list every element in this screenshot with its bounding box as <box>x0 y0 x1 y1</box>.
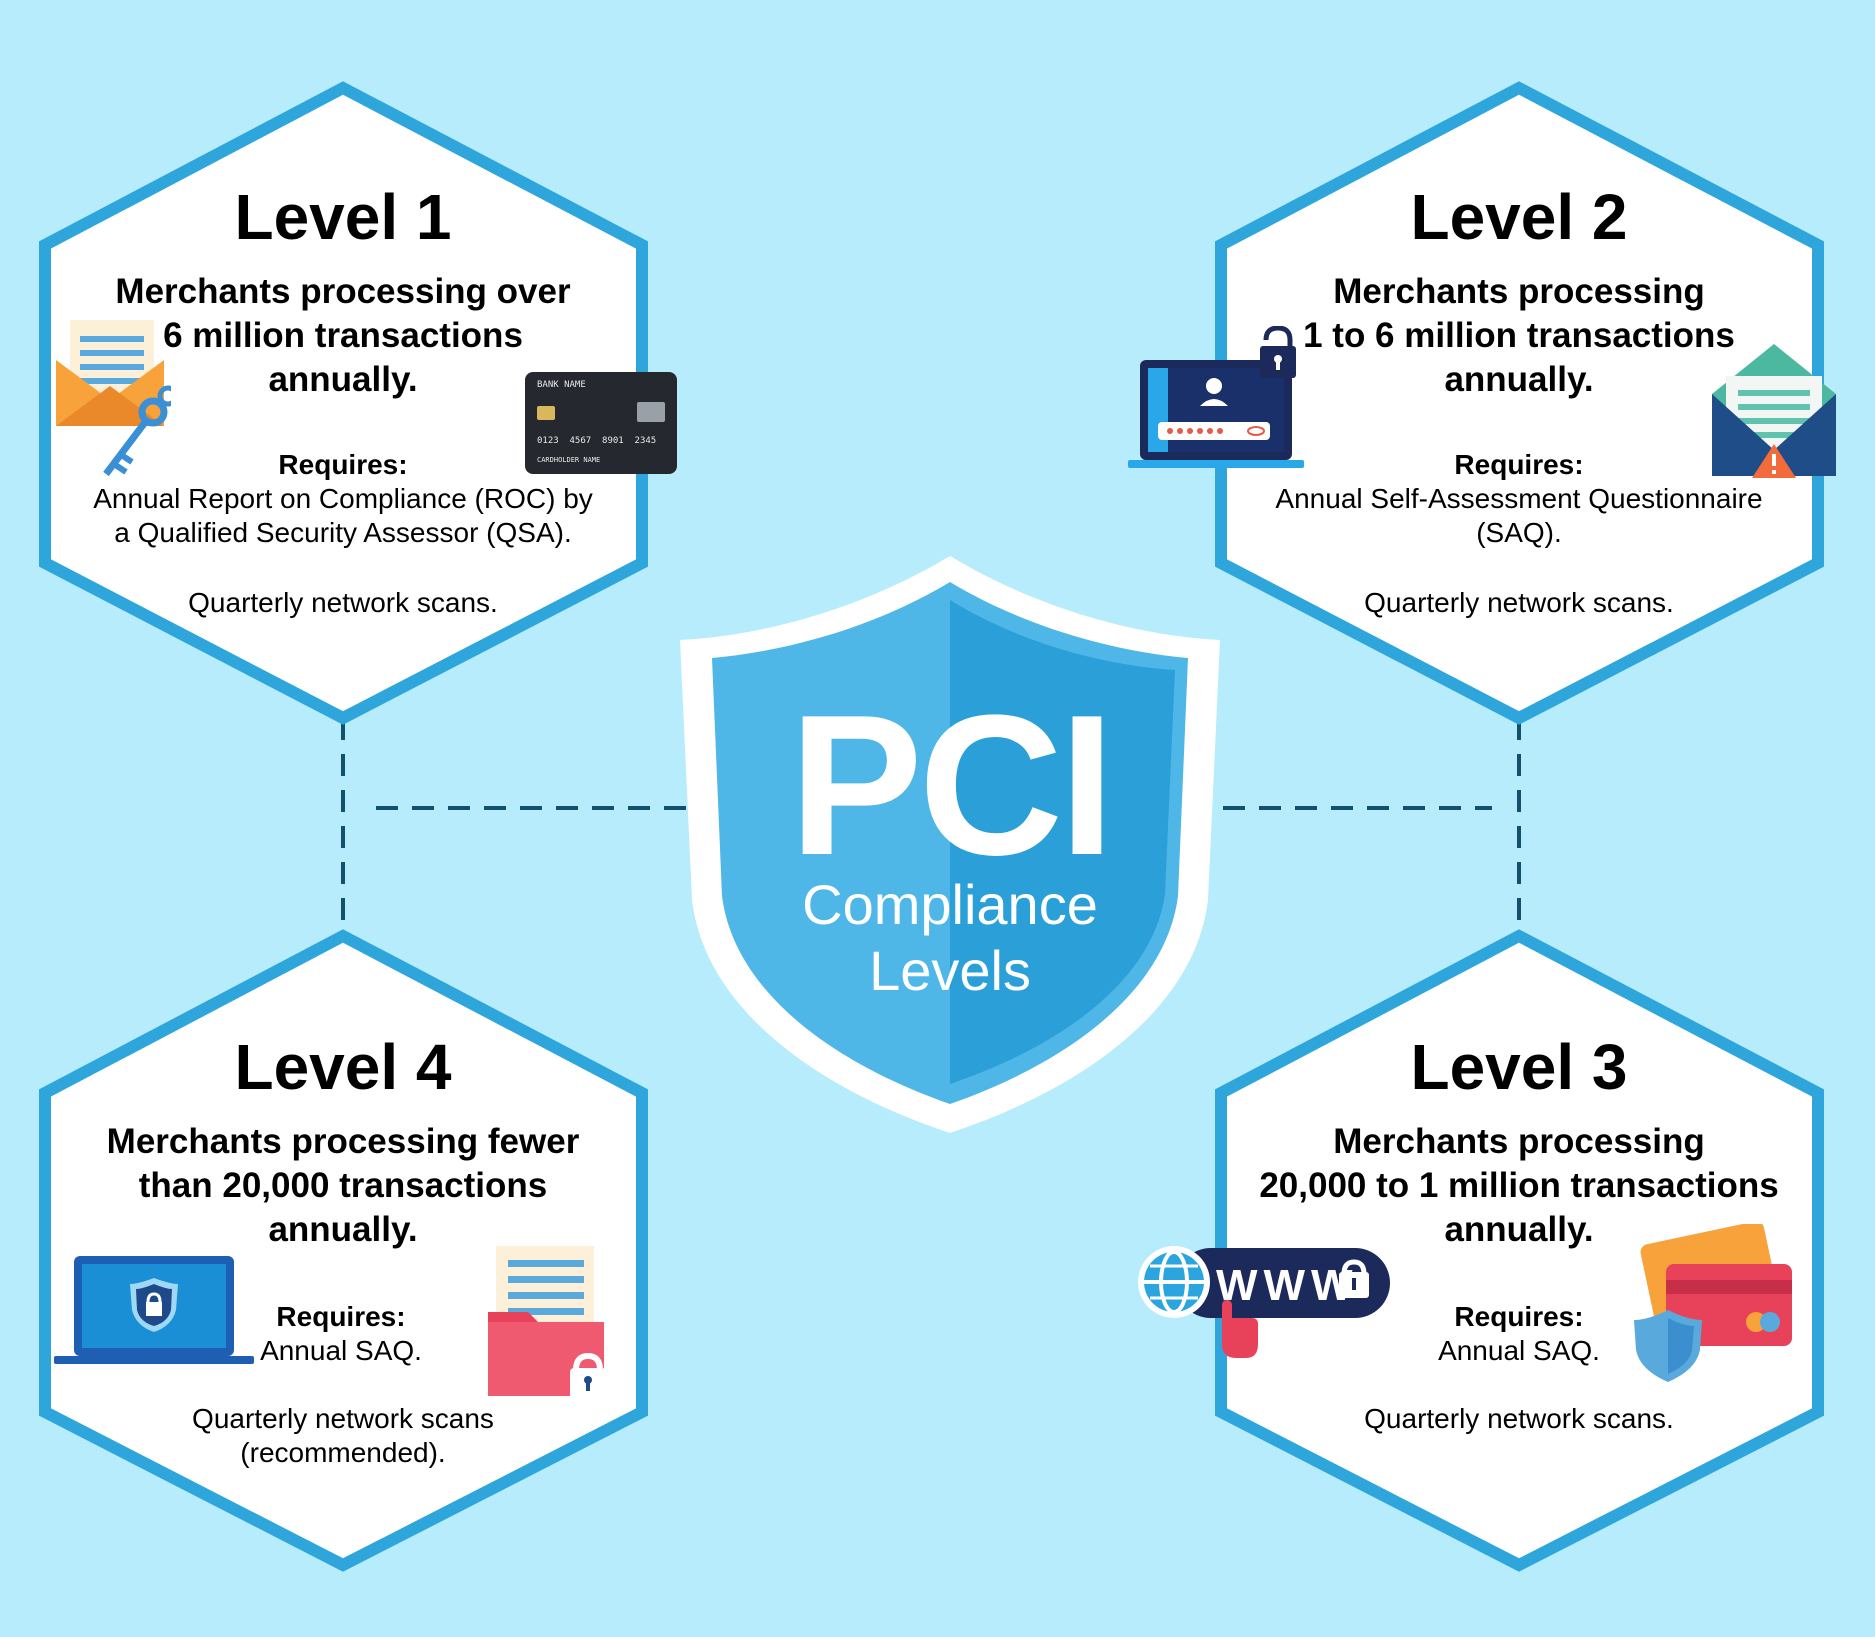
hexagon-level2 <box>1215 81 1824 725</box>
hexagon-level1 <box>39 81 648 725</box>
cards-shield-icon <box>1634 1224 1792 1382</box>
level2-card: Level 2 Merchants processing 1 to 6 mill… <box>1256 182 1782 402</box>
level4-merchants-line: than 20,000 transactions annually. <box>138 1166 548 1250</box>
www-lock-icon: WWW <box>1138 1246 1390 1358</box>
level3-scans-line: Quarterly network scans. <box>1364 1403 1674 1434</box>
level4-card: Level 4 Merchants processing fewer than … <box>60 1032 626 1252</box>
level2-requires-label: Requires: <box>1454 449 1584 480</box>
level3-requirements: Requires: Annual SAQ. <box>1378 1300 1660 1368</box>
level2-merchants-line: Merchants processing <box>1333 272 1705 312</box>
level1-merchants-line: 6 million transactions <box>163 316 523 356</box>
level2-merchants-line: 1 to 6 million transactions <box>1303 316 1735 356</box>
credit-card-icon: BANK NAME 0123 4567 8901 2345 CARDHOLDER… <box>525 372 677 474</box>
level3-merchants-line: 20,000 to 1 million transactions <box>1259 1166 1779 1206</box>
level4-merchants-line: Merchants processing fewer <box>106 1122 580 1162</box>
level3-merchants: Merchants processing 20,000 to 1 million… <box>1236 1120 1802 1252</box>
level2-title: Level 2 <box>1410 181 1628 253</box>
folder-lock-icon <box>488 1246 606 1400</box>
level3-requires-line: Annual SAQ. <box>1438 1335 1600 1366</box>
envelope-key-icon <box>56 320 171 477</box>
card-chip <box>537 406 555 420</box>
level1-card: Level 1 Merchants processing over 6 mill… <box>80 182 606 402</box>
level1-scans: Quarterly network scans. <box>80 586 606 620</box>
level4-requires-label: Requires: <box>276 1301 406 1332</box>
card-holder: CARDHOLDER NAME <box>537 456 601 464</box>
level1-scans-line: Quarterly network scans. <box>188 587 498 618</box>
level4-merchants: Merchants processing fewer than 20,000 t… <box>60 1120 626 1252</box>
level2-merchants-line: annually. <box>1444 360 1594 400</box>
level4-title: Level 4 <box>234 1031 452 1103</box>
level3-merchants-line: Merchants processing <box>1333 1122 1705 1162</box>
card-bank-name: BANK NAME <box>537 380 586 390</box>
level4-requirements: Requires: Annual SAQ. <box>200 1300 482 1368</box>
pci-title: PCI <box>789 674 1114 897</box>
level1-requires-line: a Qualified Security Assessor (QSA). <box>114 517 572 548</box>
www-label: WWW <box>1216 1261 1359 1310</box>
level1-title: Level 1 <box>234 181 452 253</box>
connectors <box>341 718 1521 930</box>
level1-merchants: Merchants processing over 6 million tran… <box>80 270 606 402</box>
shield-label: PCI <box>700 686 1200 886</box>
level4-scans-line: (recommended). <box>240 1437 446 1468</box>
shield-subtitle-line2: Levels <box>869 939 1031 1002</box>
level2-requires-line: (SAQ). <box>1476 517 1562 548</box>
level1-merchants-line: annually. <box>268 360 418 400</box>
level3-card: Level 3 Merchants processing 20,000 to 1… <box>1236 1032 1802 1252</box>
level2-merchants: Merchants processing 1 to 6 million tran… <box>1256 270 1782 402</box>
shield-subtitle: Compliance Levels <box>700 872 1200 1004</box>
level3-requires-label: Requires: <box>1454 1301 1584 1332</box>
level4-scans: Quarterly network scans (recommended). <box>80 1402 606 1470</box>
level2-scans-line: Quarterly network scans. <box>1364 587 1674 618</box>
shield-subtitle-line1: Compliance <box>802 873 1098 936</box>
level1-merchants-line: Merchants processing over <box>115 272 571 312</box>
level4-requires-line: Annual SAQ. <box>260 1335 422 1366</box>
laptop-login-icon <box>1128 326 1304 468</box>
level2-scans: Quarterly network scans. <box>1256 586 1782 620</box>
level3-merchants-line: annually. <box>1444 1210 1594 1250</box>
level1-requirements: Requires: Annual Report on Compliance (R… <box>80 448 606 550</box>
level1-requires-line: Annual Report on Compliance (ROC) by <box>93 483 593 514</box>
card-hologram <box>637 402 665 422</box>
card-number: 0123 4567 8901 2345 <box>537 436 657 446</box>
laptop-shield-icon <box>54 1256 254 1364</box>
envelope-warning-icon <box>1712 344 1836 478</box>
level4-scans-line: Quarterly network scans <box>192 1403 494 1434</box>
hexagon-level4 <box>39 929 648 1572</box>
level3-scans: Quarterly network scans. <box>1256 1402 1782 1436</box>
hexagon-level3 <box>1215 929 1824 1572</box>
pci-shield <box>680 556 1220 1133</box>
level2-requires-line: Annual Self-Assessment Questionnaire <box>1275 483 1763 514</box>
level3-title: Level 3 <box>1410 1031 1628 1103</box>
level2-requirements: Requires: Annual Self-Assessment Questio… <box>1256 448 1782 550</box>
level1-requires-label: Requires: <box>278 449 408 480</box>
